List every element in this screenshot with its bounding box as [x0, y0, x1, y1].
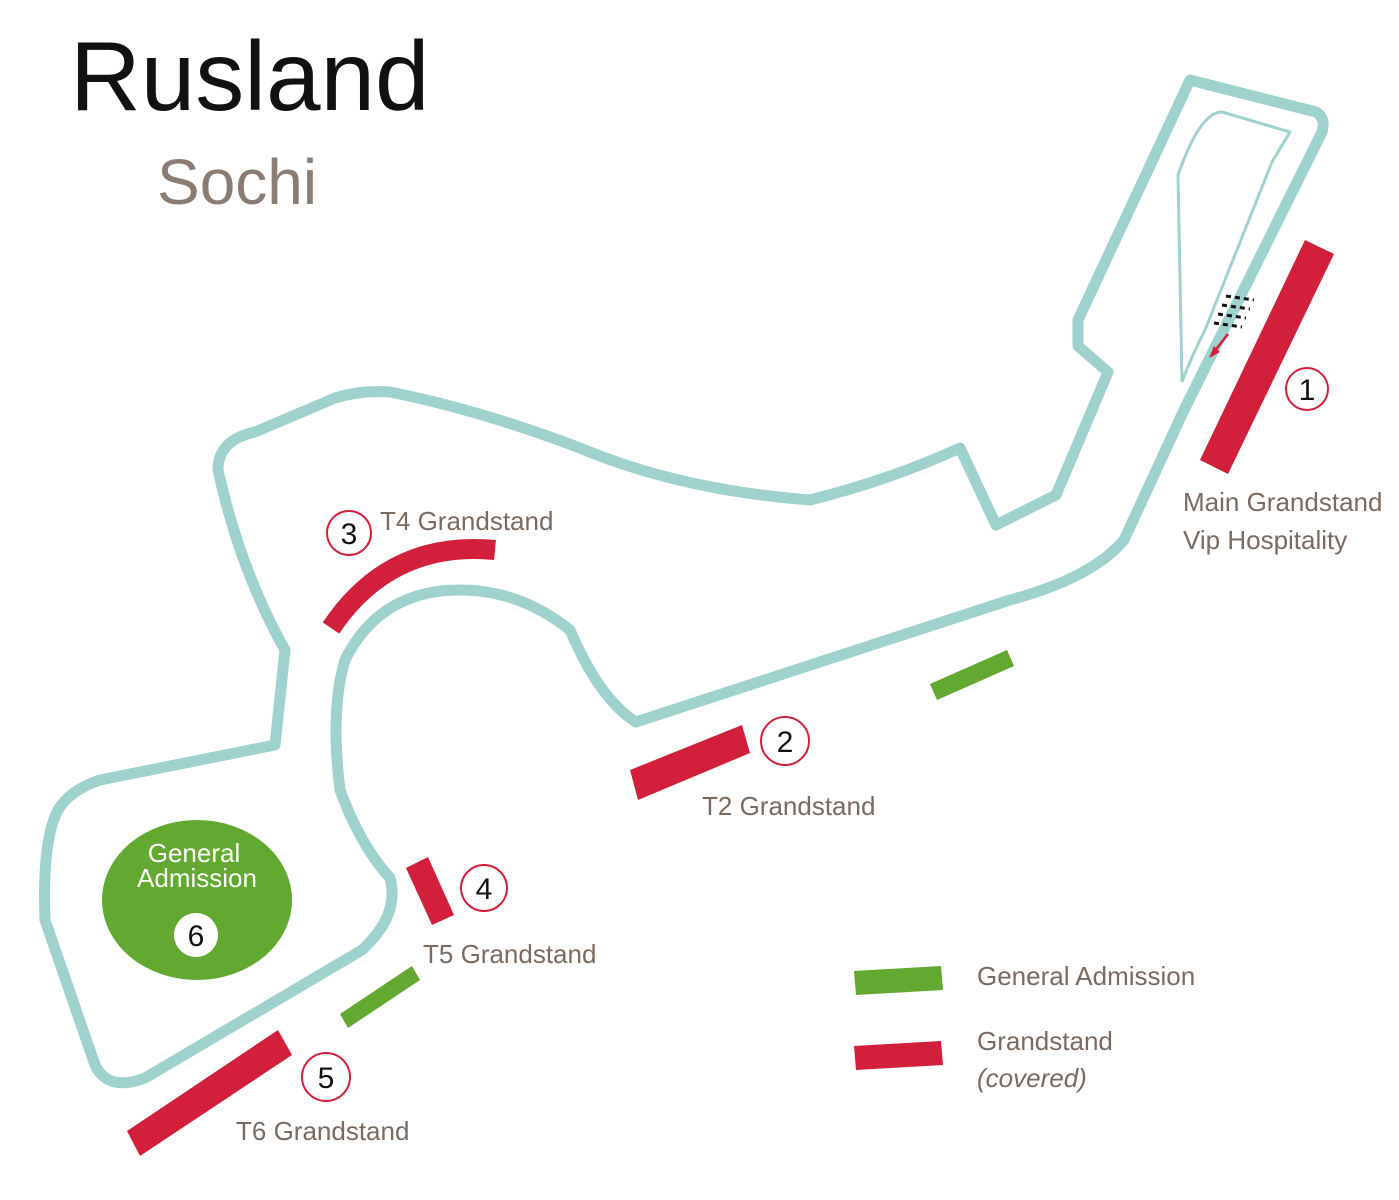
legend-grandstand-note: (covered) [977, 1063, 1087, 1093]
stand-marker-5 [301, 1052, 351, 1102]
general-admission-area[interactable] [102, 820, 292, 980]
stand-label-4: T5 Grandstand [423, 939, 596, 969]
stand-label-2: T2 Grandstand [702, 791, 875, 821]
grandstand-2[interactable] [630, 725, 750, 800]
direction-arrow-icon [1209, 333, 1229, 358]
page-title: Rusland [70, 21, 430, 131]
legend-grandstand-label: Grandstand [977, 1026, 1113, 1056]
stand-number-3: 3 [341, 518, 358, 551]
stand-label-3: T4 Grandstand [380, 506, 553, 536]
general-admission-label: General [148, 838, 241, 868]
stand-number-2: 2 [777, 726, 794, 759]
general-admission-marker [174, 913, 218, 957]
track-outline [39, 74, 1329, 1089]
stand-number-1: 1 [1299, 374, 1316, 407]
checkered-flag-icon [1213, 294, 1255, 329]
stand-marker-1 [1285, 367, 1329, 411]
grandstand-4[interactable] [406, 857, 454, 925]
stand-number-4: 4 [476, 873, 493, 906]
stand-number-5: 5 [318, 1062, 335, 1095]
stand-marker-2 [760, 716, 810, 766]
general-admission-strip[interactable] [340, 966, 420, 1028]
legend: General Admission Grandstand (covered) [854, 961, 1195, 1093]
general-admission-label-line2: Admission [137, 863, 257, 893]
legend-general-admission-label: General Admission [977, 961, 1195, 991]
legend-grandstand-swatch [854, 1041, 943, 1070]
stand-marker-3 [326, 510, 372, 556]
page-subtitle: Sochi [157, 146, 317, 218]
stand-label-5: T6 Grandstand [236, 1116, 409, 1146]
grandstand-3[interactable] [322, 539, 496, 634]
pit-lane [1176, 110, 1292, 383]
general-admission-number: 6 [188, 920, 205, 953]
stand-marker-4 [460, 864, 508, 912]
general-admission-strip[interactable] [930, 650, 1014, 700]
stand-label-1-line2: Vip Hospitality [1183, 525, 1347, 555]
grandstand-5[interactable] [127, 1030, 292, 1156]
stand-label-1: Main Grandstand [1183, 487, 1382, 517]
grandstand-1[interactable] [1200, 240, 1334, 474]
legend-general-admission-swatch [854, 966, 943, 995]
